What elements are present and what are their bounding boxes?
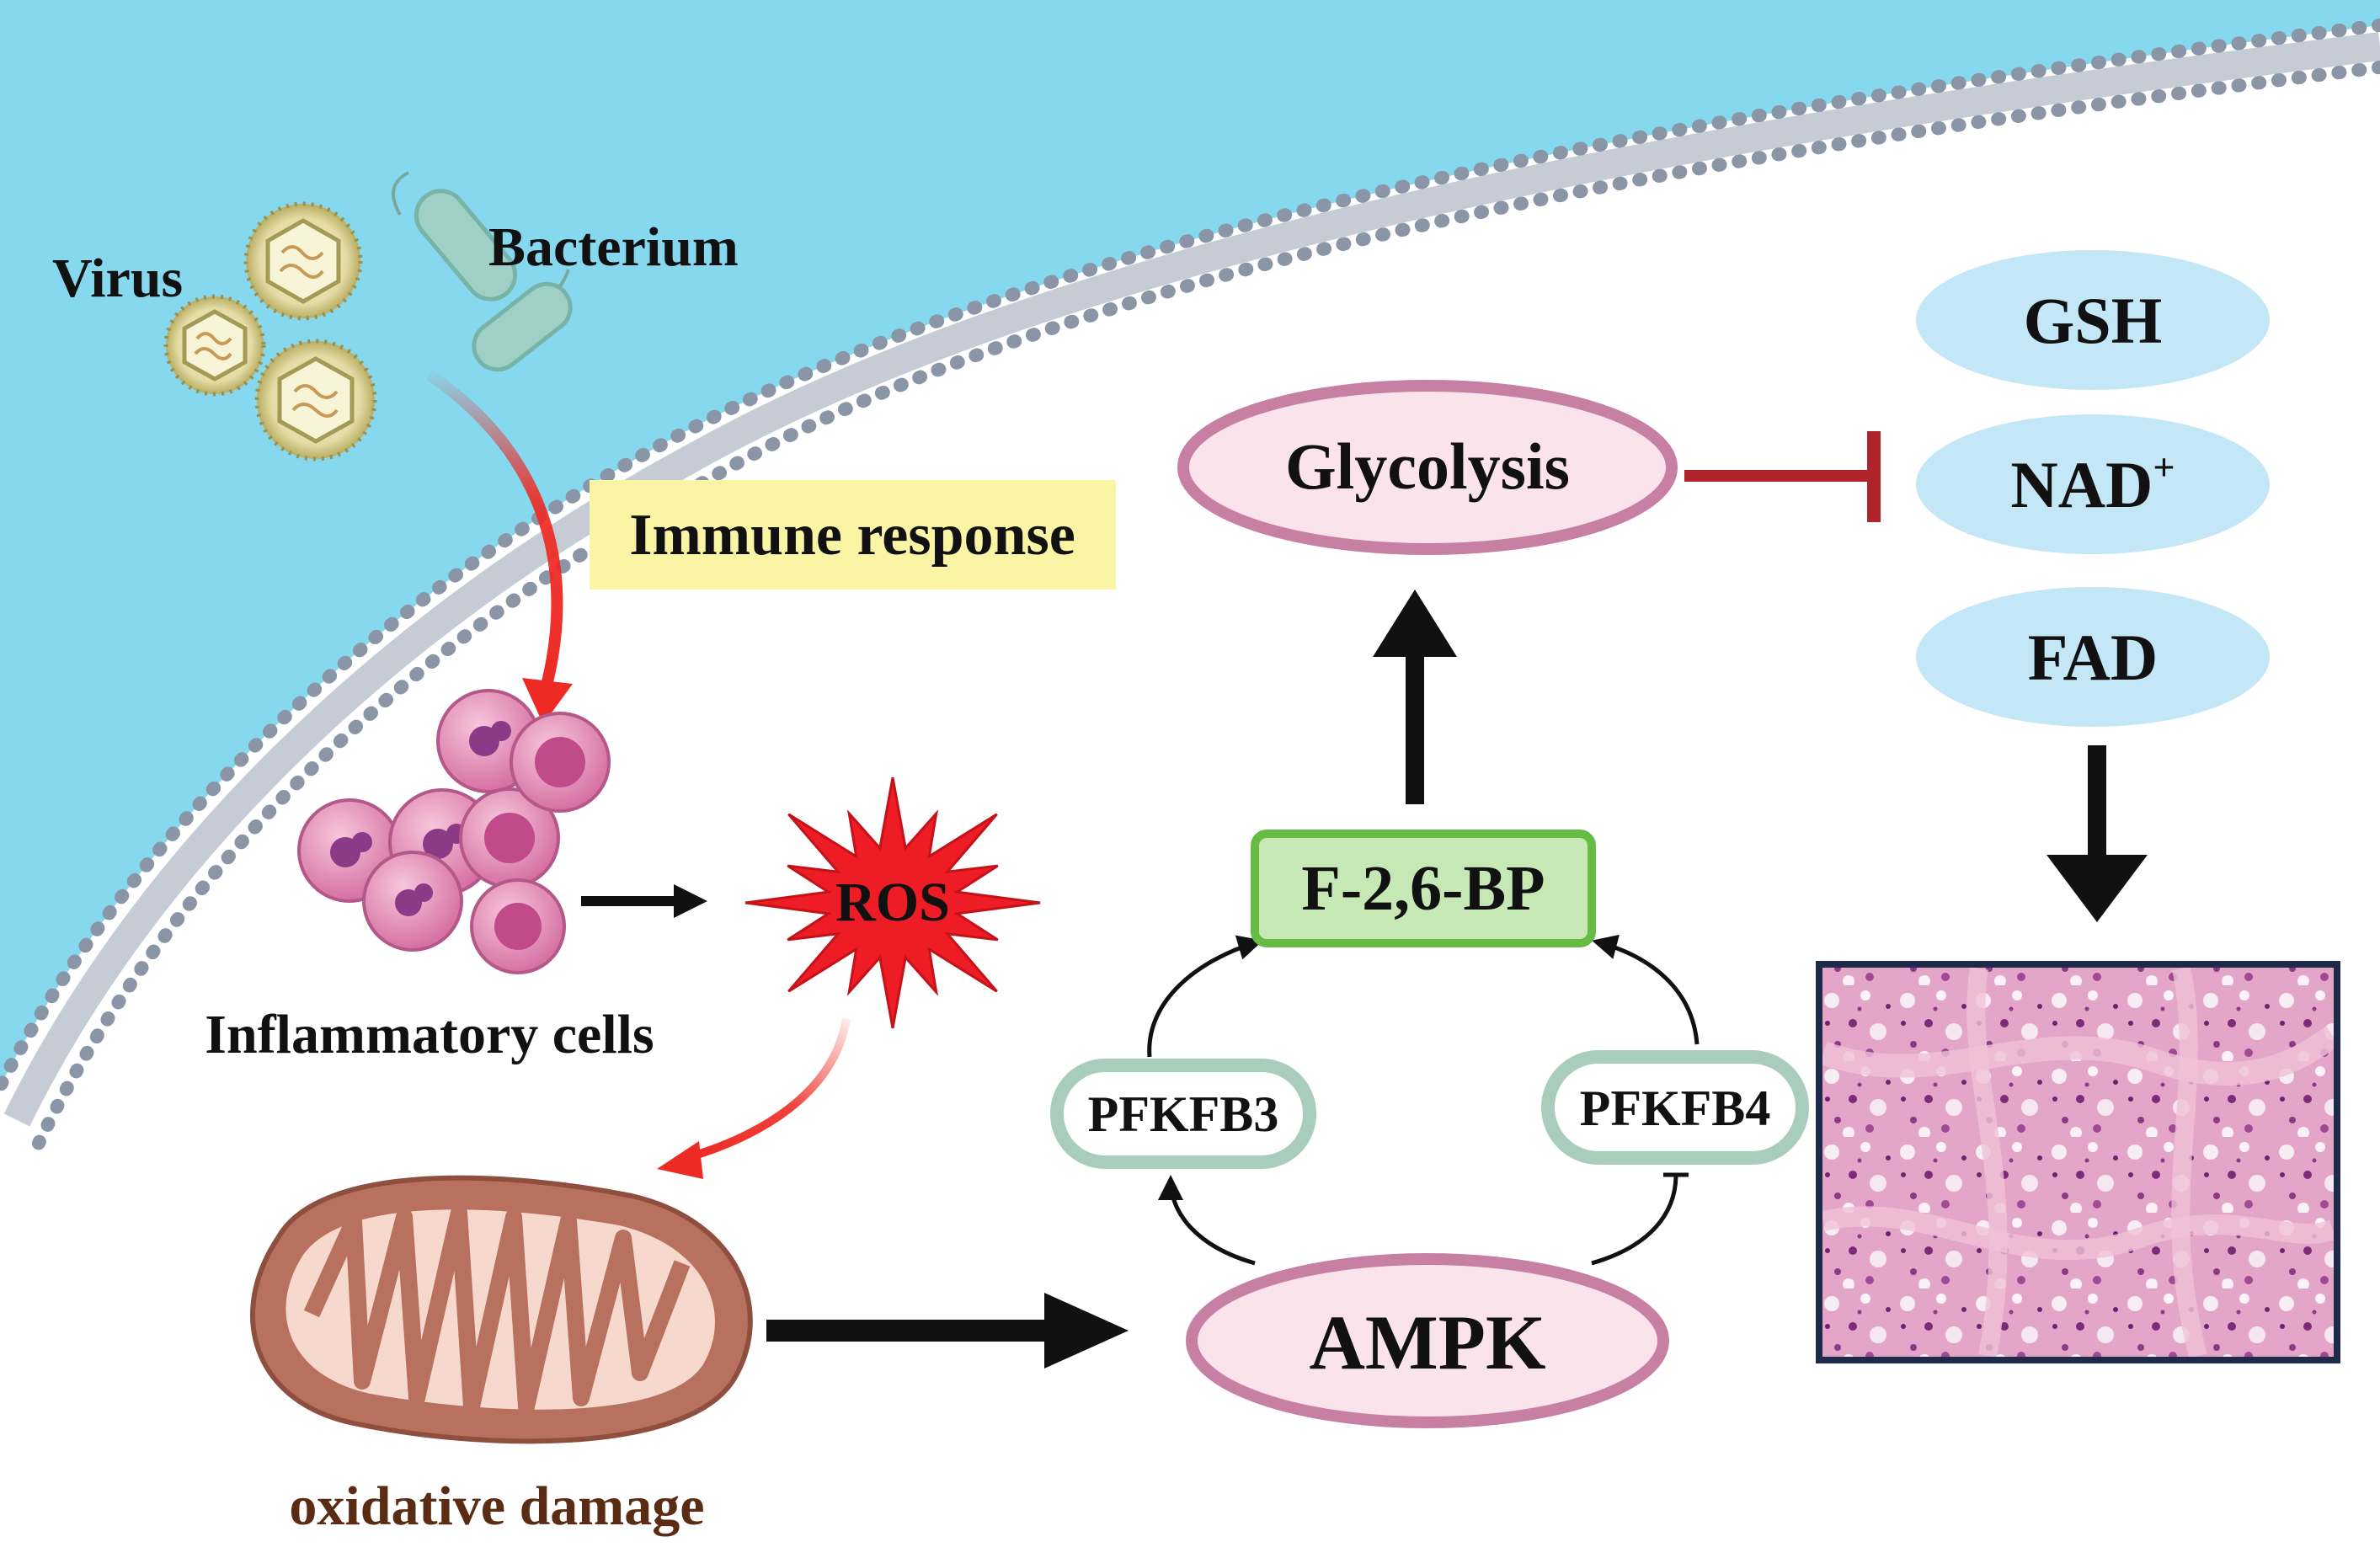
ampk-node bbox=[1186, 1253, 1669, 1428]
ampk-label: AMPK bbox=[1309, 1299, 1545, 1385]
pfkfb4-node bbox=[1541, 1050, 1809, 1165]
fad-label: FAD bbox=[2028, 621, 2159, 694]
histology-micrograph bbox=[1816, 961, 2340, 1363]
bacterium-icon bbox=[392, 171, 518, 301]
cells-to-ros-arrowhead bbox=[674, 884, 707, 918]
membrane-outer-heads bbox=[0, 19, 2380, 1093]
oxidative-damage-label: oxidative damage bbox=[289, 1475, 704, 1537]
gsh-node bbox=[1916, 250, 2270, 390]
pfkfb4-to-f26bp-arrow bbox=[1592, 934, 1700, 1045]
nad-superscript: + bbox=[2153, 446, 2175, 488]
ros-to-mitochondria-arrowhead bbox=[657, 1141, 703, 1179]
ampk-to-pfkfb3-arrow bbox=[1158, 1175, 1256, 1266]
ros-label: ROS bbox=[835, 872, 950, 933]
glycolysis-node bbox=[1177, 380, 1678, 555]
virus-particle-icon bbox=[254, 339, 377, 462]
glycolysis-label: Glycolysis bbox=[1285, 430, 1570, 503]
immune-response-label: Immune response bbox=[629, 503, 1075, 568]
virus-particle-icon bbox=[163, 294, 266, 397]
pfkfb3-node bbox=[1050, 1059, 1316, 1169]
pfkfb3-to-f26bp-arrow bbox=[1147, 935, 1263, 1058]
inflammatory-cells-icon bbox=[297, 689, 611, 974]
bacterium-label: Bacterium bbox=[488, 216, 739, 278]
nad-node bbox=[1916, 414, 2270, 554]
immune-response-arrow bbox=[426, 370, 563, 684]
virus-particle-icon bbox=[243, 201, 363, 321]
nad-text: NAD bbox=[2010, 448, 2153, 521]
nad-label: NAD+ bbox=[2010, 446, 2175, 521]
inflammatory-cells-label: Inflammatory cells bbox=[205, 1004, 654, 1065]
fad-node bbox=[1916, 587, 2270, 727]
f26bp-label: F-2,6-BP bbox=[1301, 853, 1545, 924]
membrane-inner-heads bbox=[27, 61, 2380, 1160]
f26bp-node bbox=[1251, 830, 1596, 947]
mitochondrion-icon bbox=[250, 1175, 753, 1444]
ros-to-mitochondria-arrow bbox=[685, 1018, 851, 1162]
f26bp-to-glycolysis-arrowhead bbox=[1373, 590, 1457, 657]
ros-starburst-icon bbox=[744, 777, 1041, 1029]
immune-response-arrowhead bbox=[522, 678, 573, 724]
pfkfb4-label: PFKFB4 bbox=[1580, 1080, 1771, 1136]
pfkfb3-label: PFKFB3 bbox=[1088, 1086, 1279, 1142]
mitochondria-to-ampk-arrowhead bbox=[1044, 1293, 1129, 1369]
bacterium-icon bbox=[472, 269, 573, 372]
virus-label: Virus bbox=[52, 248, 183, 309]
cell-membrane bbox=[3, 32, 2380, 1127]
ampk-to-pfkfb4-arrow bbox=[1591, 1174, 1678, 1266]
immune-response-box bbox=[590, 480, 1116, 590]
fad-to-histology-arrowhead bbox=[2046, 855, 2148, 922]
extracellular-space bbox=[0, 0, 2380, 1086]
gsh-label: GSH bbox=[2024, 284, 2163, 357]
